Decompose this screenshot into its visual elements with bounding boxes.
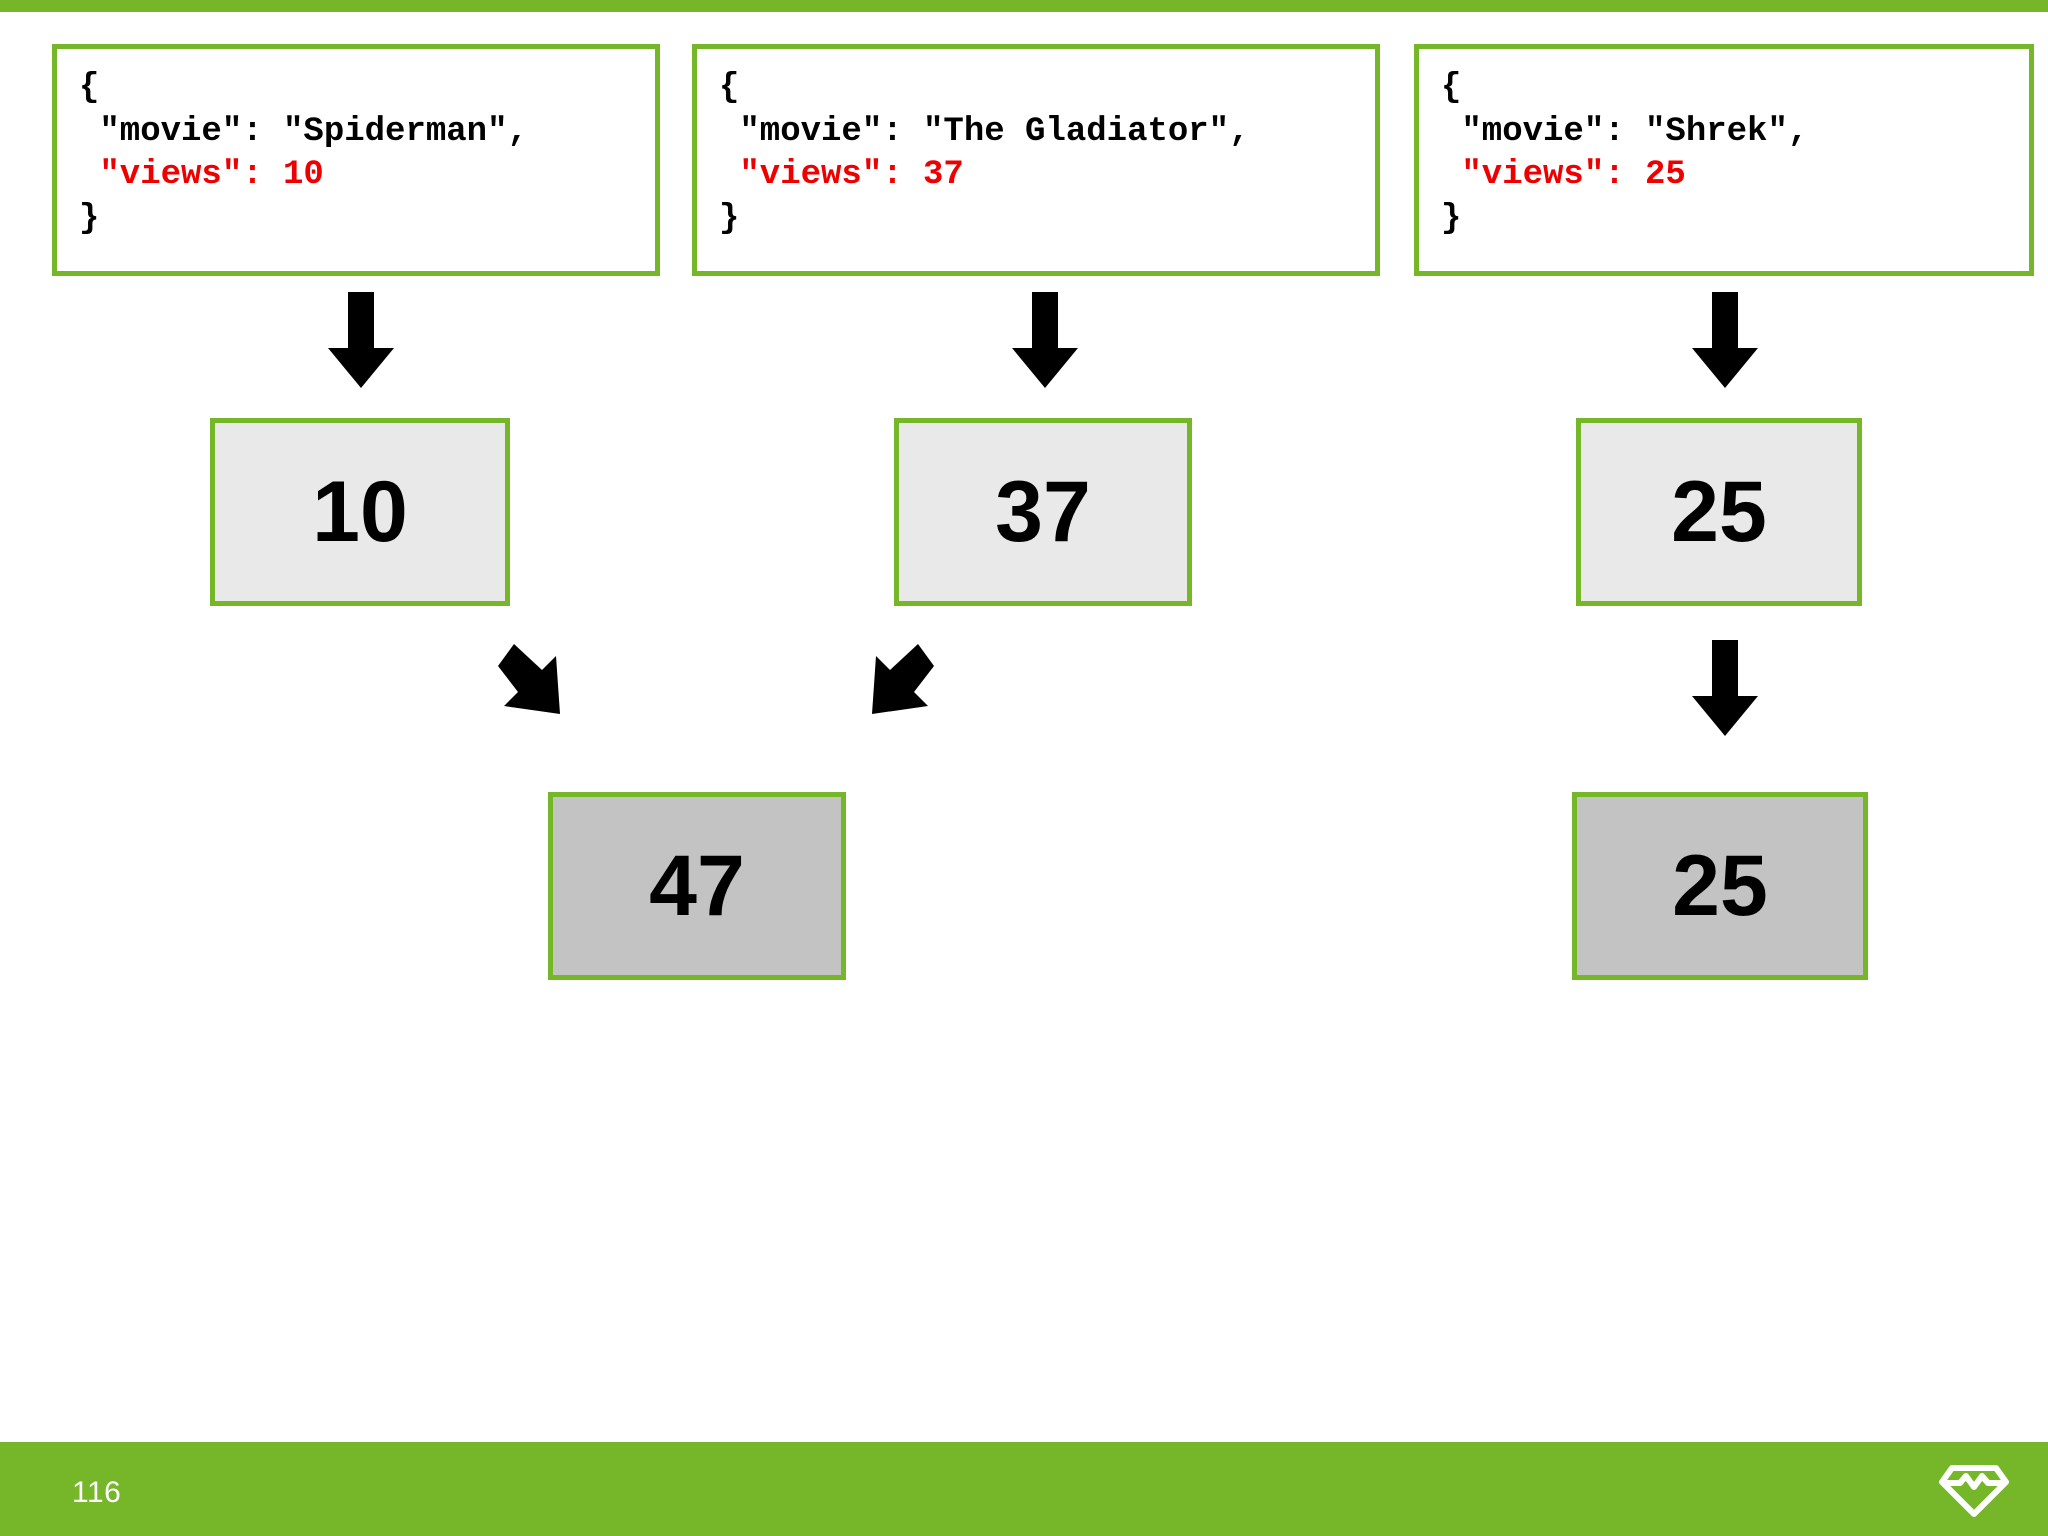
json-close-brace: } [719, 199, 740, 238]
json-card-the-gladiator: { "movie": "The Gladiator", "views": 37 … [692, 44, 1380, 276]
arrow-down-right-icon [492, 640, 576, 724]
json-close-brace: } [1441, 199, 1462, 238]
json-views-line: "views": 37 [719, 156, 964, 195]
page-number: 116 [72, 1476, 122, 1509]
json-open-brace: { [79, 69, 100, 107]
json-views-line: "views": 10 [79, 156, 324, 195]
diamond-gem-icon [1938, 1462, 2010, 1518]
result-box-sum-47: 47 [548, 792, 846, 980]
json-views-line: "views": 25 [1441, 156, 1686, 195]
json-card-spiderman: { "movie": "Spiderman", "views": 10 } [52, 44, 660, 276]
value-box-spiderman-views: 10 [210, 418, 510, 606]
arrow-down-icon [328, 292, 394, 388]
json-movie-line: "movie": "Spiderman", [79, 112, 528, 151]
arrow-down-left-icon [856, 640, 940, 724]
value-box-gladiator-views: 37 [894, 418, 1192, 606]
arrow-down-icon [1692, 292, 1758, 388]
value-label: 25 [1671, 464, 1767, 560]
json-card-shrek: { "movie": "Shrek", "views": 25 } [1414, 44, 2034, 276]
top-accent-bar [0, 0, 2048, 12]
value-label: 10 [312, 464, 408, 560]
slide-canvas: { "movie": "Spiderman", "views": 10 } { … [0, 0, 2048, 980]
result-box-sum-25: 25 [1572, 792, 1868, 980]
json-movie-line: "movie": "The Gladiator", [719, 112, 1250, 151]
json-open-brace: { [1441, 69, 1462, 107]
arrow-down-icon [1012, 292, 1078, 388]
value-label: 25 [1672, 838, 1768, 934]
json-movie-line: "movie": "Shrek", [1441, 112, 1809, 151]
arrow-down-icon [1692, 640, 1758, 736]
value-label: 47 [649, 838, 745, 934]
footer-bar [0, 1442, 2048, 1536]
value-label: 37 [995, 464, 1091, 560]
value-box-shrek-views: 25 [1576, 418, 1862, 606]
json-close-brace: } [79, 199, 100, 238]
json-open-brace: { [719, 69, 740, 107]
